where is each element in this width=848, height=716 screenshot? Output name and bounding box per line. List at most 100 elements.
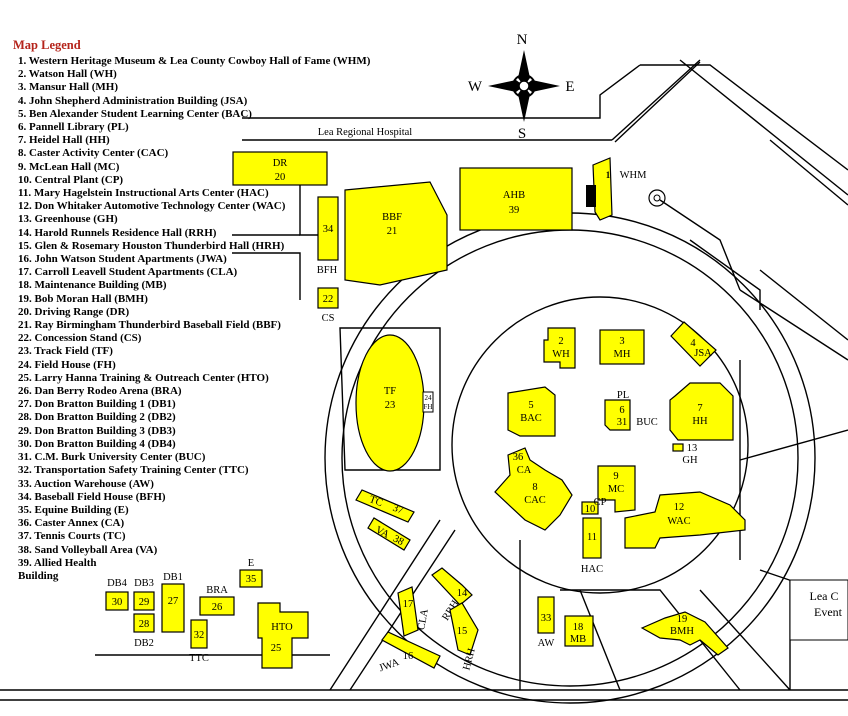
legend-item: 31. C.M. Burk University Center (BUC)	[18, 451, 206, 464]
svg-text:MB: MB	[570, 634, 586, 645]
svg-text:MH: MH	[614, 349, 631, 360]
legend-item: 4. John Shepherd Administration Building…	[18, 94, 248, 107]
svg-text:18: 18	[573, 622, 584, 633]
legend-item: 7. Heidel Hall (HH)	[18, 134, 110, 147]
svg-text:8: 8	[532, 482, 537, 493]
whm-label: WHM	[620, 170, 647, 181]
svg-text:19: 19	[677, 614, 688, 625]
legend-item: 38. Sand Volleyball Area (VA)	[18, 543, 158, 556]
building-17[interactable]: 17	[397, 586, 419, 637]
legend-item: 12. Don Whitaker Automotive Technology C…	[18, 200, 286, 213]
building-mb[interactable]: 18 MB	[564, 615, 594, 647]
legend-item: 33. Auction Warehouse (AW)	[18, 477, 154, 490]
svg-text:24: 24	[425, 394, 433, 402]
legend-item: 37. Tennis Courts (TC)	[18, 530, 126, 543]
svg-text:13: 13	[687, 443, 698, 454]
building-26[interactable]: 26	[199, 596, 235, 616]
svg-text:BAC: BAC	[520, 413, 542, 424]
svg-text:16: 16	[403, 651, 414, 662]
db1-label: DB1	[163, 572, 183, 583]
db2-label: DB2	[134, 638, 154, 649]
building-15[interactable]: 15	[449, 602, 479, 656]
building-ahb[interactable]: AHB 39	[459, 167, 573, 231]
svg-text:3: 3	[619, 336, 624, 347]
legend-item: 30. Don Bratton Building 4 (DB4)	[18, 437, 176, 450]
legend-item: 32. Transportation Safety Training Cente…	[18, 464, 249, 477]
building-wac[interactable]: 12 WAC	[624, 491, 746, 549]
building-24[interactable]: 24 FH	[422, 391, 434, 413]
building-cac[interactable]: 36 CA 8 CAC	[494, 447, 573, 531]
svg-text:CA: CA	[517, 465, 532, 476]
hospital-label: Lea Regional Hospital	[318, 127, 413, 138]
building-6-31[interactable]: 6 31	[604, 399, 631, 431]
svg-text:2: 2	[558, 336, 563, 347]
svg-text:38: 38	[391, 533, 405, 548]
legend-item: 36. Caster Annex (CA)	[18, 517, 125, 530]
building-jsa[interactable]: 4 JSA	[670, 321, 717, 367]
legend-item: 28. Don Bratton Building 2 (DB2)	[18, 411, 176, 424]
building-mc[interactable]: 9 MC	[597, 465, 636, 513]
legend-item: 34. Baseball Field House (BFH)	[18, 490, 166, 503]
svg-text:5: 5	[528, 400, 533, 411]
building-32[interactable]: 32	[190, 619, 208, 649]
building-33[interactable]: 33	[537, 596, 555, 634]
building-22[interactable]: 22	[317, 287, 339, 309]
building-28[interactable]: 28	[133, 613, 155, 633]
svg-text:DR: DR	[273, 158, 288, 169]
aw-label: AW	[538, 638, 555, 649]
building-bmh[interactable]: 19 BMH	[640, 611, 729, 656]
svg-text:MC: MC	[608, 484, 624, 495]
svg-text:CAC: CAC	[524, 495, 546, 506]
building-bac[interactable]: 5 BAC	[507, 386, 556, 437]
building-mh[interactable]: 3 MH	[599, 329, 645, 365]
building-bbf[interactable]: BBF 21	[344, 181, 448, 286]
legend-item: 18. Maintenance Building (MB)	[18, 279, 167, 292]
svg-text:34: 34	[323, 224, 334, 235]
legend-item: 21. Ray Birmingham Thunderbird Baseball …	[18, 319, 281, 332]
building-29[interactable]: 29	[133, 591, 155, 611]
svg-text:39: 39	[509, 205, 520, 216]
legend-item: 22. Concession Stand (CS)	[18, 332, 142, 345]
svg-text:WAC: WAC	[667, 516, 690, 527]
building-34[interactable]: 34	[317, 196, 339, 261]
e-label: E	[248, 558, 254, 569]
building-37[interactable]: TC 37	[355, 489, 415, 523]
legend-item: 20. Driving Range (DR)	[18, 305, 130, 318]
svg-text:33: 33	[541, 613, 552, 624]
roundabout-center	[653, 194, 661, 202]
compass-west-label: W	[468, 79, 483, 95]
building-13[interactable]: 13	[672, 443, 698, 454]
building-whm[interactable]: 1	[586, 157, 613, 221]
buc-label: BUC	[636, 417, 658, 428]
building-hto[interactable]: HTO 25	[257, 602, 309, 669]
building-wh[interactable]: 2 WH	[543, 327, 576, 369]
building-35[interactable]: 35	[239, 569, 263, 588]
legend-item: 27. Don Bratton Building 1 (DB1)	[18, 398, 176, 411]
building-10[interactable]: 10	[581, 501, 599, 515]
building-dr[interactable]: DR 20	[232, 151, 328, 186]
legend-list: 1. Western Heritage Museum & Lea County …	[13, 55, 433, 583]
building-14[interactable]: 14	[431, 567, 473, 606]
svg-text:14: 14	[457, 588, 468, 599]
building-16[interactable]: 16	[381, 631, 441, 669]
svg-text:21: 21	[387, 226, 398, 237]
svg-text:BMH: BMH	[670, 626, 694, 637]
building-30[interactable]: 30	[105, 591, 129, 611]
building-27[interactable]: 27	[161, 583, 185, 633]
building-11[interactable]: 11	[582, 517, 602, 559]
cs-label: CS	[322, 313, 335, 324]
building-hh[interactable]: 7 HH	[669, 382, 734, 441]
svg-text:15: 15	[457, 626, 468, 637]
svg-text:7: 7	[697, 403, 702, 414]
legend-item: 15. Glen & Rosemary Houston Thunderbird …	[18, 239, 285, 252]
svg-text:31: 31	[617, 417, 628, 428]
svg-text:6: 6	[619, 405, 624, 416]
legend-item: 14. Harold Runnels Residence Hall (RRH)	[18, 226, 217, 239]
svg-text:25: 25	[271, 643, 282, 654]
legend-item: 24. Field House (FH)	[18, 358, 116, 371]
event-center-box	[789, 579, 848, 641]
legend-item: 9. McLean Hall (MC)	[18, 160, 120, 173]
pl-label: PL	[617, 390, 629, 401]
cp-label: CP	[594, 497, 607, 508]
